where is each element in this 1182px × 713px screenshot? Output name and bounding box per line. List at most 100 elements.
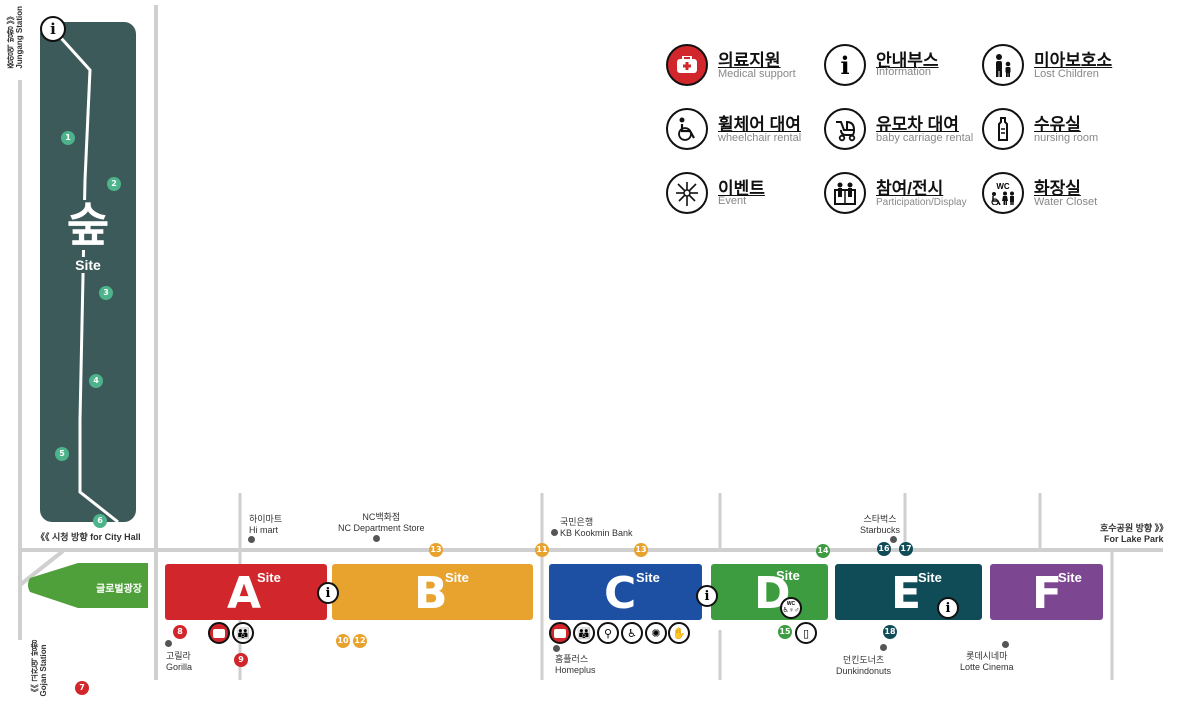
site-b[interactable]: B Site — [332, 564, 533, 620]
booth-17[interactable]: 17 — [899, 542, 913, 556]
booth-13-c[interactable]: 13 — [634, 543, 648, 557]
site-e[interactable]: E Site — [835, 564, 982, 620]
site-c-wheelchair-icon[interactable]: ♿ — [621, 622, 643, 644]
forest-info-icon[interactable]: i — [40, 16, 66, 42]
site-c-medical-icon[interactable] — [549, 622, 571, 644]
legend-baby-carriage-en: baby carriage rental — [876, 132, 974, 144]
legend-participation-ko: 참여/전시 — [876, 179, 944, 198]
site-a-medical-icon[interactable] — [208, 622, 230, 644]
site-d-toilet-icon[interactable]: WC♿♀♂ — [780, 597, 802, 619]
legend-event-ko: 이벤트 — [718, 179, 765, 198]
legend-wheelchair-en: wheelchair rental — [718, 132, 802, 144]
legend-info-ko: 안내부스 — [876, 51, 939, 70]
site-d[interactable]: D Site — [711, 564, 828, 620]
site-a-info-icon[interactable]: i — [317, 582, 339, 604]
toilet-icon: WC — [982, 172, 1024, 214]
himart-marker — [248, 536, 255, 543]
booth-8[interactable]: 8 — [173, 625, 187, 639]
legend-participation-en: Participation/Display — [876, 197, 967, 208]
site-f[interactable]: F Site — [990, 564, 1103, 620]
wheelchair-glyph: ♿ — [627, 627, 637, 640]
legend-nursing-ko: 수유실 — [1034, 115, 1081, 134]
forest-booth-1[interactable]: 1 — [61, 131, 75, 145]
medical-kit-shape — [554, 628, 566, 638]
site-b-letter: B — [414, 568, 448, 619]
baby-carriage-glyph: ⚲ — [603, 627, 613, 640]
site-c[interactable]: C Site — [549, 564, 702, 620]
booth-14[interactable]: 14 — [816, 544, 830, 558]
forest-booth-4[interactable]: 4 — [89, 374, 103, 388]
wc-glyph: WC — [786, 600, 796, 607]
site-c-lost-children-icon[interactable]: 👪 — [573, 622, 595, 644]
legend-info-en: Information — [876, 66, 932, 78]
booth-16[interactable]: 16 — [877, 542, 891, 556]
bottle-icon — [982, 108, 1024, 150]
forest-booth-5[interactable]: 5 — [55, 447, 69, 461]
site-c-baby-carriage-icon[interactable]: ⚲ — [597, 622, 619, 644]
info-glyph: i — [50, 20, 56, 38]
forest-booth-2[interactable]: 2 — [107, 177, 121, 191]
forest-booth-3[interactable]: 3 — [99, 286, 113, 300]
booth-12[interactable]: 12 — [353, 634, 367, 648]
forest-title: 숲 — [60, 200, 116, 250]
booth-10[interactable]: 10 — [336, 634, 350, 648]
wheelchair-icon — [666, 108, 708, 150]
forest-booth-6[interactable]: 6 — [93, 514, 107, 528]
legend: 의료지원 Medical support i 안내부스 Information … — [666, 44, 1146, 224]
booth-9[interactable]: 9 — [234, 653, 248, 667]
site-c-event-icon[interactable]: ✺ — [645, 622, 667, 644]
lotte-marker — [1002, 641, 1009, 648]
site-a-letter: A — [227, 568, 262, 619]
lost-children-glyph: 👪 — [236, 627, 250, 640]
booth-7[interactable]: 7 — [75, 681, 89, 695]
nc-marker — [373, 535, 380, 542]
site-c-participation-icon[interactable]: ✋ — [668, 622, 690, 644]
site-a-lost-children-icon[interactable]: 👪 — [232, 622, 254, 644]
direction-lake-ko: 호수공원 방향 》》 — [1100, 523, 1169, 533]
info-glyph: i — [840, 50, 850, 80]
legend-wheelchair-ko: 휠체어 대여 — [718, 115, 801, 134]
participation-icon — [824, 172, 866, 214]
legend-toilet-ko: 화장실 — [1034, 179, 1081, 198]
medical-kit-shape — [213, 628, 225, 638]
site-d-word: Site — [776, 568, 800, 583]
direction-lake-en: For Lake Park — [1104, 534, 1164, 544]
fireworks-glyph: ✺ — [651, 627, 661, 640]
kb-marker — [551, 529, 558, 536]
site-e-info-icon[interactable]: i — [937, 597, 959, 619]
toilet-figures: ♿♀♂ — [782, 606, 800, 614]
legend-lost-children-ko: 미아보호소 — [1034, 51, 1113, 70]
site-a[interactable]: A Site — [165, 564, 327, 620]
dunkin-marker — [880, 644, 887, 651]
info-glyph: i — [325, 585, 331, 601]
bottle-glyph: ▯ — [802, 627, 810, 640]
info-glyph: i — [945, 600, 951, 616]
site-a-word: Site — [257, 570, 281, 585]
booth-18[interactable]: 18 — [883, 625, 897, 639]
lost-children-glyph: 👪 — [577, 627, 591, 640]
global-plaza-label: 글로벌광장 — [96, 584, 142, 595]
info-icon: i — [824, 44, 866, 86]
site-c-letter: C — [604, 568, 637, 619]
legend-medical-en: Medical support — [718, 68, 796, 80]
booth-13-b[interactable]: 13 — [429, 543, 443, 557]
site-c-info-icon[interactable]: i — [696, 585, 718, 607]
homeplus-marker — [553, 645, 560, 652]
direction-city-hall: 《《 시청 방향 for City Hall — [36, 532, 141, 542]
wc-glyph: WC — [996, 181, 1010, 191]
site-d-nursing-icon[interactable]: ▯ — [795, 622, 817, 644]
booth-15[interactable]: 15 — [778, 625, 792, 639]
legend-lost-children-en: Lost Children — [1034, 68, 1099, 80]
booth-11[interactable]: 11 — [535, 543, 549, 557]
info-glyph: i — [704, 588, 710, 604]
site-f-letter: F — [1032, 568, 1063, 619]
